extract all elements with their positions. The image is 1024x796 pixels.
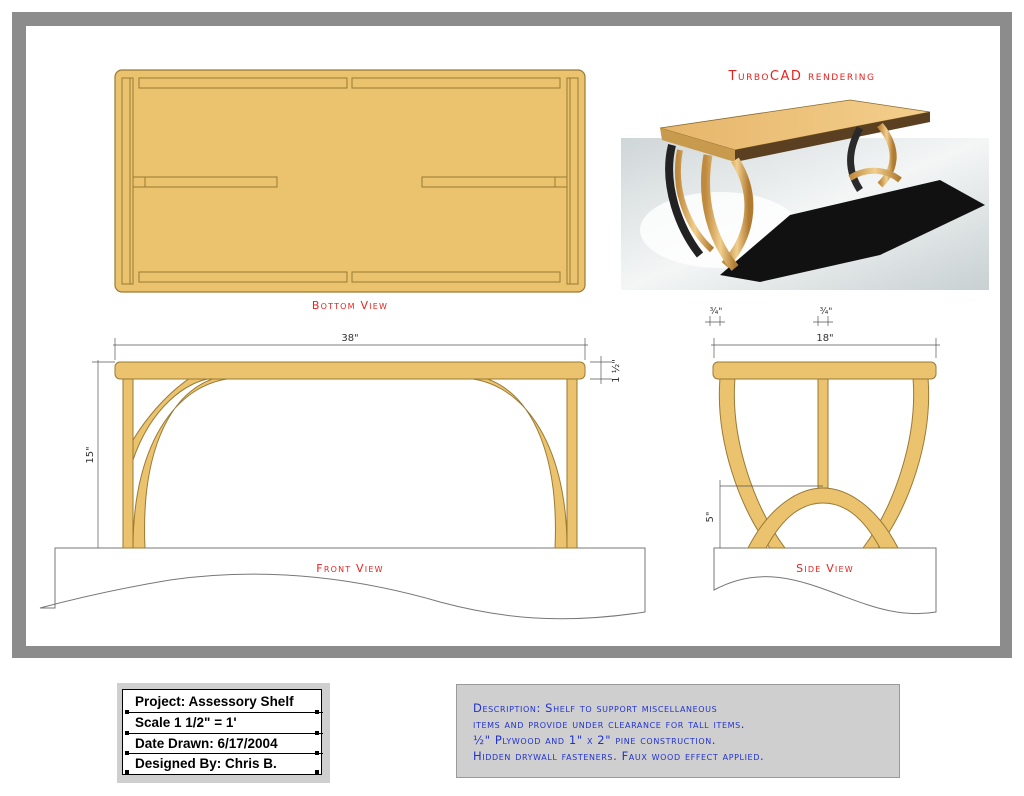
grip-handle: [315, 751, 319, 755]
title-block-divider: [127, 733, 323, 734]
designer-name: Designed By: Chris B.: [135, 756, 277, 771]
height-dimension: 15": [85, 446, 96, 463]
bottom-view-label: Bottom View: [312, 299, 388, 312]
grip-handle: [315, 770, 319, 774]
grip-handle: [315, 710, 319, 714]
description-line: Hidden drywall fasteners. Faux wood effe…: [473, 749, 765, 763]
center-leg-dimension: ¾": [820, 307, 833, 317]
top-thickness-dimension: 1 ½": [610, 359, 622, 383]
grip-handle: [125, 751, 129, 755]
title-block: Project: Assessory Shelf Scale 1 1/2" = …: [117, 683, 330, 783]
side-view-label: Side View: [796, 562, 854, 575]
description-box: Description: Shelf to support miscellane…: [456, 684, 900, 778]
grip-handle: [125, 731, 129, 735]
front-view: [39, 338, 646, 620]
grip-handle: [125, 770, 129, 774]
left-leg-dimension: ¾": [710, 307, 723, 317]
grip-handle: [315, 731, 319, 735]
bottom-view: [114, 69, 586, 293]
depth-dimension: 18": [816, 333, 833, 344]
description-line: Description: Shelf to support miscellane…: [473, 701, 718, 715]
front-view-label: Front View: [316, 562, 383, 575]
date-drawn: Date Drawn: 6/17/2004: [135, 736, 278, 751]
title-block-divider: [127, 712, 323, 713]
title-block-inner: Project: Assessory Shelf Scale 1 1/2" = …: [122, 689, 323, 775]
project-name: Project: Assessory Shelf: [135, 694, 294, 709]
title-block-divider: [127, 753, 323, 754]
turbocad-rendering: [621, 99, 989, 290]
arch-height-dimension: 5": [705, 512, 716, 523]
side-view: [705, 316, 940, 615]
grip-handle: [125, 710, 129, 714]
rendering-title: TurboCAD rendering: [728, 69, 876, 84]
width-dimension: 38": [341, 333, 358, 344]
description-line: items and provide under clearance for ta…: [473, 717, 746, 731]
scale-text: Scale 1 1/2" = 1': [135, 715, 237, 730]
description-line: ½" Plywood and 1" x 2" pine construction…: [473, 733, 717, 747]
